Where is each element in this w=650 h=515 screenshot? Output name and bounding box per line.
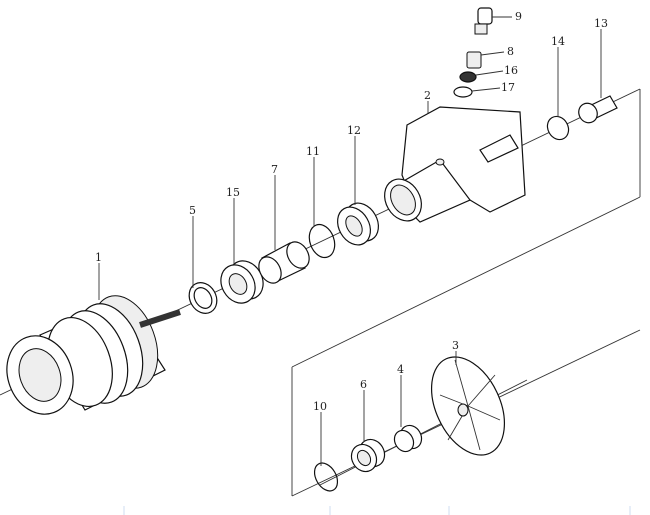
- label-part-8: 8: [507, 45, 514, 58]
- part-8-nipple: [466, 51, 482, 69]
- label-part-1: 1: [95, 251, 102, 264]
- part-15-bearing: [220, 260, 264, 304]
- part-14-ring: [546, 115, 570, 141]
- label-part-17: 17: [501, 81, 515, 94]
- label-part-15: 15: [226, 186, 240, 199]
- part-10-circlip: [313, 462, 339, 492]
- part-3-impeller: [431, 356, 505, 456]
- leader-lines: [98, 16, 602, 466]
- part-17-washer: [453, 86, 473, 98]
- label-part-14: 14: [551, 35, 565, 48]
- label-part-13: 13: [594, 17, 608, 30]
- part-11-circlip: [308, 223, 336, 259]
- bottom-ticks: [123, 506, 631, 515]
- part-6-seal: [350, 438, 386, 473]
- part-7-sleeve: [258, 241, 310, 284]
- label-part-16: 16: [504, 64, 518, 77]
- part-13-bushing: [578, 95, 618, 124]
- label-part-10: 10: [313, 400, 327, 413]
- part-1-pulley: [6, 295, 181, 415]
- part-2-housing: [384, 106, 526, 223]
- part-9-fitting: [474, 7, 493, 35]
- label-part-2: 2: [424, 89, 431, 102]
- part-12-bearing: [337, 202, 379, 246]
- label-part-9: 9: [515, 10, 522, 23]
- label-part-5: 5: [189, 204, 196, 217]
- label-part-3: 3: [452, 339, 459, 352]
- label-part-6: 6: [360, 378, 367, 391]
- part-4-seal-ring: [393, 424, 423, 453]
- label-part-4: 4: [397, 363, 404, 376]
- label-part-12: 12: [347, 124, 361, 137]
- label-part-7: 7: [271, 163, 278, 176]
- frame-lines: [0, 88, 641, 497]
- label-part-11: 11: [306, 145, 320, 158]
- part-16-washer: [459, 71, 477, 83]
